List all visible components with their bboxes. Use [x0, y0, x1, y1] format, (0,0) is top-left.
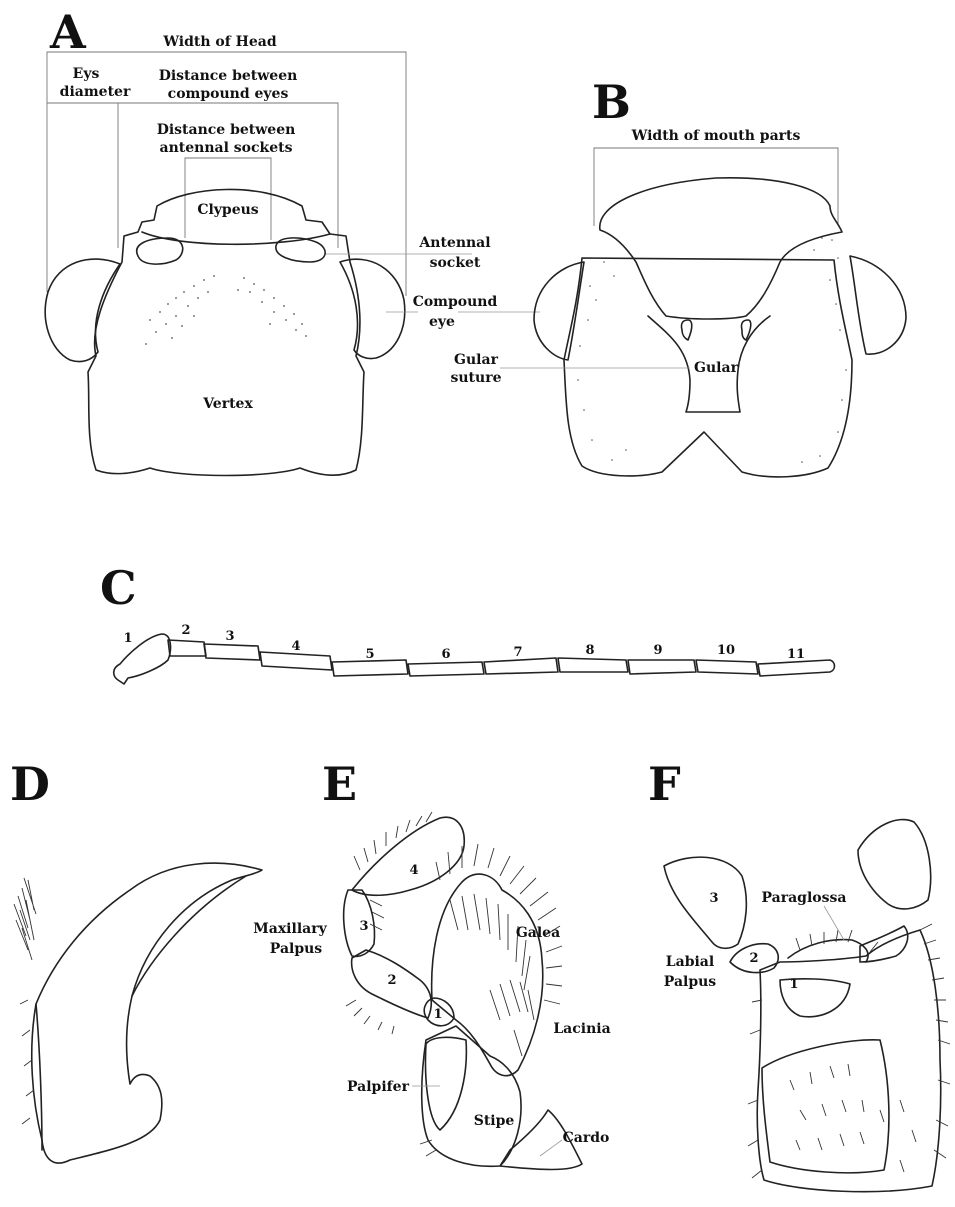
lacinia-label: Lacinia: [553, 1021, 610, 1037]
maxillary-palp-segment-4: [352, 817, 464, 895]
antenna-num-11: 11: [787, 647, 805, 662]
eye-diameter-label-1: Eys: [73, 66, 100, 82]
antenna-segment-5: [332, 660, 408, 676]
cardo-label: Cardo: [563, 1130, 610, 1146]
antenna-num-8: 8: [585, 643, 594, 658]
ventral-stipple: [577, 237, 847, 463]
maxillary-palpus-label-1: Maxillary: [253, 921, 327, 937]
labial-palp-num-3: 3: [709, 891, 718, 906]
antenna-num-9: 9: [653, 643, 662, 658]
galea-lacinia: [432, 874, 543, 1076]
antenna-segment-1: [114, 634, 171, 684]
antenna-num-3: 3: [225, 629, 234, 644]
left-compound-eye: [45, 259, 120, 362]
compound-eye-label-1: Compound: [413, 294, 498, 310]
panel-e: E 4 3 2 1 Maxillary Pal: [253, 757, 610, 1170]
panel-f: F 3 2 1 Paraglossa Labial Palpus: [648, 757, 950, 1192]
antenna-segment-11: [758, 660, 835, 676]
panel-d: D: [10, 757, 262, 1163]
labial-palp-segment-3: [664, 857, 746, 948]
vertex-stipple: [145, 275, 307, 345]
max-palp-num-4: 4: [409, 863, 418, 878]
antenna-num-6: 6: [441, 647, 450, 662]
maxillary-palpus-label-2: Palpus: [270, 941, 323, 957]
max-palp-num-2: 2: [387, 973, 396, 988]
max-palp-num-3: 3: [359, 919, 368, 934]
antenna-segment-6: [408, 662, 484, 676]
panel-b: B Width of mouth parts Gular suture Gula…: [451, 75, 907, 477]
antenna-num-10: 10: [717, 643, 735, 658]
mouthparts-plate: [600, 178, 842, 319]
stipe-label: Stipe: [474, 1113, 515, 1129]
ventral-left-eye: [534, 262, 584, 360]
paraglossa-label: Paraglossa: [762, 890, 847, 906]
vertex-label: Vertex: [202, 396, 253, 412]
labial-palpus-label-1: Labial: [666, 954, 714, 970]
right-compound-eye: [340, 259, 405, 358]
antenna-num-5: 5: [365, 647, 374, 662]
head-capsule-outline: [88, 189, 364, 475]
antenna-segment-10: [696, 660, 758, 674]
panel-b-letter: B: [592, 75, 631, 129]
panel-f-letter: F: [648, 757, 681, 811]
stipe: [422, 1026, 521, 1166]
mandible-inner-ridge: [132, 876, 246, 996]
antenna-num-4: 4: [291, 639, 300, 654]
antenna-segment-7: [484, 658, 558, 674]
paraglossa: [788, 940, 868, 962]
palpifer-label: Palpifer: [347, 1079, 410, 1095]
palpifer: [426, 1037, 467, 1130]
labium-body: [757, 930, 940, 1192]
width-of-mouth-parts-label: Width of mouth parts: [631, 128, 801, 144]
galea-setae: [436, 844, 562, 1056]
clypeus-label: Clypeus: [197, 202, 258, 218]
mandible-outline: [32, 863, 262, 1163]
antennal-sockets-label-1: Distance between: [157, 122, 296, 138]
eye-diameter-label-2: diameter: [60, 84, 131, 100]
galea-label: Galea: [516, 925, 560, 941]
antenna-segment-9: [628, 660, 696, 674]
eye-diameter-bracket: [47, 103, 118, 248]
panel-a: A Width of Head Eys diameter Distance be…: [45, 5, 540, 476]
labial-palp-num-1: 1: [789, 977, 798, 992]
panel-c-letter: C: [100, 561, 137, 615]
panel-d-letter: D: [10, 757, 50, 811]
antenna-segment-8: [558, 658, 628, 672]
labial-palpus-label-2: Palpus: [664, 974, 717, 990]
antenna-segment-3: [204, 644, 260, 660]
gular-pit-left: [681, 320, 691, 340]
antennal-sockets-label-2: antennal sockets: [160, 140, 293, 156]
gular-suture-label-1: Gular: [454, 352, 499, 368]
antennal-socket-label-1: Antennal: [418, 235, 490, 251]
labium-lower-plate: [762, 1040, 889, 1173]
antennal-sockets-bracket: [185, 158, 271, 240]
panel-c: C 1 2 3 4 5 6 7 8 9 10 11: [100, 561, 835, 684]
antennal-socket-label-2: socket: [430, 255, 481, 271]
width-of-head-label: Width of Head: [162, 34, 277, 50]
antenna-num-2: 2: [181, 623, 190, 638]
ventral-right-eye: [850, 256, 906, 354]
compound-eye-label-2: eye: [429, 314, 455, 330]
panel-e-letter: E: [322, 757, 357, 811]
compound-eyes-label-2: compound eyes: [168, 86, 289, 102]
labial-palp-num-2: 2: [749, 951, 758, 966]
left-antennal-socket: [137, 238, 183, 264]
gular-label: Gular: [694, 360, 739, 376]
antenna-num-1: 1: [123, 631, 132, 646]
panel-a-letter: A: [49, 5, 87, 59]
antenna-num-7: 7: [513, 645, 522, 660]
antenna-segment-2: [168, 640, 206, 656]
labial-palp-right: [858, 820, 931, 909]
cardo-leader: [540, 1140, 562, 1156]
max-palp-num-1: 1: [433, 1007, 442, 1022]
compound-eyes-label-1: Distance between: [159, 68, 298, 84]
antenna-segment-4: [260, 652, 332, 670]
gular-suture-label-2: suture: [451, 370, 502, 386]
paraglossa-leader: [824, 906, 844, 940]
